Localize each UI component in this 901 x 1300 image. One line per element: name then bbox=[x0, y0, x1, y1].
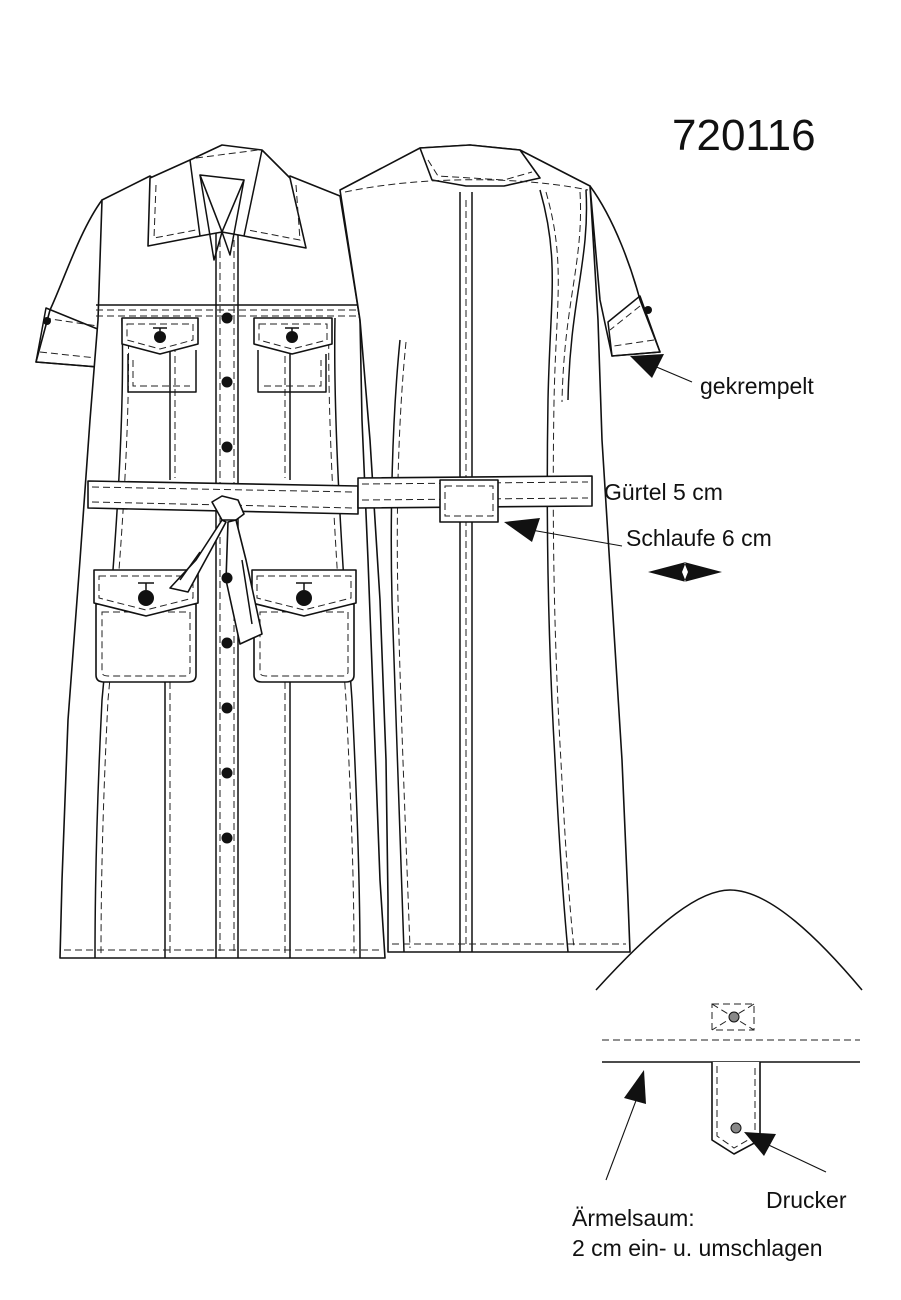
front-placket-buttons bbox=[221, 312, 233, 844]
back-bodice bbox=[339, 144, 631, 953]
annotation-leaders bbox=[504, 354, 827, 1181]
sleeve-cap-curve bbox=[595, 889, 863, 991]
front-chest-pocket-left bbox=[121, 317, 199, 393]
snap-top bbox=[728, 1011, 740, 1023]
back-right-sleeve bbox=[589, 185, 661, 357]
label-snap: Drucker bbox=[766, 1187, 847, 1213]
sleeve-detail-view bbox=[595, 889, 863, 1155]
front-lower-pocket-left bbox=[93, 569, 199, 683]
sleeve-tab bbox=[711, 1062, 761, 1155]
label-hem-line2: 2 cm ein- u. umschlagen bbox=[572, 1235, 823, 1261]
snap-bottom bbox=[730, 1122, 742, 1134]
label-hem-line1: Ärmelsaum: bbox=[572, 1205, 695, 1231]
label-rolled-sleeve: gekrempelt bbox=[700, 373, 814, 399]
front-bodice bbox=[59, 175, 386, 959]
front-lower-pocket-right bbox=[251, 569, 357, 683]
label-belt-loop: Schlaufe 6 cm bbox=[626, 525, 772, 551]
double-arrow-icon bbox=[648, 562, 722, 582]
front-chest-pocket-right bbox=[253, 317, 333, 393]
front-sleeve-tab-button-left bbox=[43, 317, 51, 325]
model-number: 720116 bbox=[672, 111, 816, 160]
back-belt-loop bbox=[439, 479, 499, 523]
dress-back-view bbox=[339, 144, 661, 953]
label-belt: Gürtel 5 cm bbox=[604, 479, 723, 505]
